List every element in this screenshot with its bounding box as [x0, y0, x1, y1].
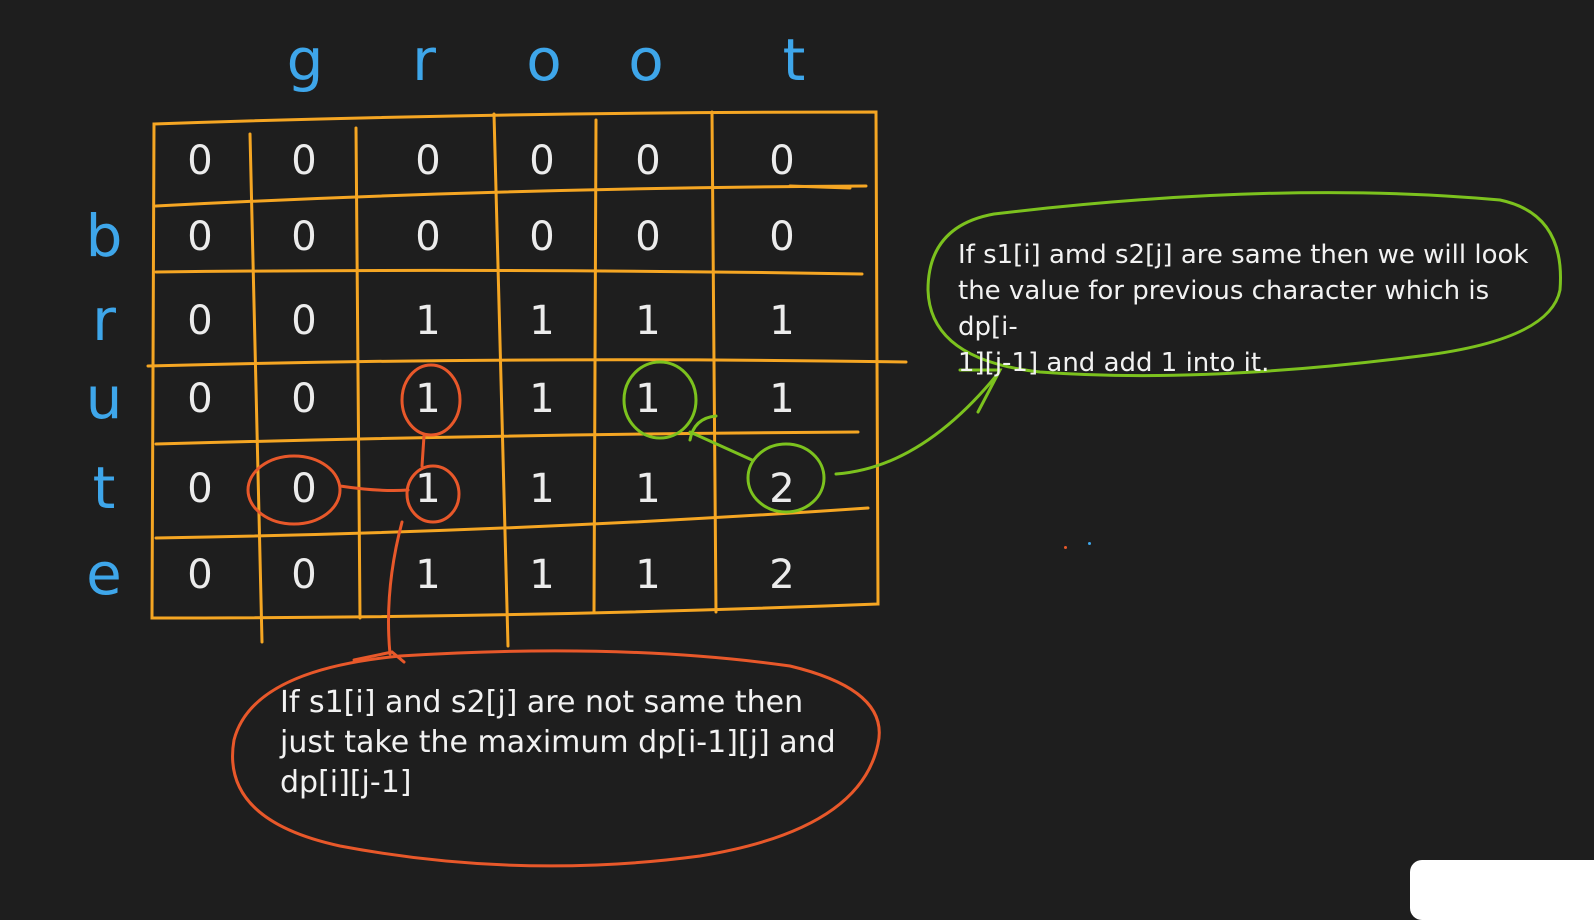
not-same-annotation: [231, 363, 881, 868]
dp-cell-value: 0: [291, 466, 316, 512]
connector-diagonal-to-match: [688, 430, 754, 462]
highlight-circle-dp-current: [405, 464, 461, 524]
grid-outer-border: [150, 110, 880, 620]
arrow-to-same-note: [834, 374, 998, 476]
highlight-circle-dp-left: [246, 454, 342, 526]
grid-row-line: [154, 268, 864, 276]
column-character-label: o: [526, 26, 562, 94]
dp-cell-value: 0: [769, 138, 794, 184]
arrow-head: [958, 368, 1003, 414]
dp-cell-value: 0: [187, 376, 212, 422]
grid-col-line: [592, 118, 598, 614]
dp-cell-value: 1: [635, 552, 660, 598]
dp-cell-value: 1: [769, 298, 794, 344]
dp-cell-value: 1: [635, 298, 660, 344]
dp-cell-value: 1: [635, 376, 660, 422]
not-same-note-bubble: [231, 649, 881, 868]
corner-panel[interactable]: [1410, 860, 1594, 920]
dp-cell-value: 0: [187, 138, 212, 184]
highlight-circle-dp-up: [400, 363, 462, 437]
dp-cell-value: 0: [187, 466, 212, 512]
dp-cell-value: 0: [291, 214, 316, 260]
dp-cell-value: 0: [187, 552, 212, 598]
dp-cell-value: 0: [415, 214, 440, 260]
dp-cell-value: 1: [415, 466, 440, 512]
grid-col-line: [492, 112, 510, 648]
grid-row-line: [154, 184, 868, 208]
grid-row-line: [154, 506, 870, 540]
arrow-head: [352, 650, 406, 664]
column-character-label: g: [287, 26, 324, 94]
dp-cell-value: 1: [769, 376, 794, 422]
column-character-label: t: [783, 26, 806, 94]
dp-cell-value: 0: [415, 138, 440, 184]
same-note-bubble: [926, 191, 1562, 378]
row-character-label: e: [86, 540, 122, 608]
row-character-label: u: [86, 364, 123, 432]
dp-cell-value: 0: [635, 138, 660, 184]
row-character-label: r: [92, 286, 116, 354]
connector-up-to-current: [420, 434, 426, 468]
dp-cell-value: 0: [529, 214, 554, 260]
dp-cell-value: 1: [529, 466, 554, 512]
same-characters-note: If s1[i] amd s2[j] are same then we will…: [958, 240, 1529, 378]
dp-cell-value: 0: [291, 376, 316, 422]
highlight-circle-diagonal: [622, 360, 698, 440]
row-character-label: t: [93, 454, 116, 522]
column-character-label: r: [412, 26, 436, 94]
dp-cell-value: 2: [769, 466, 794, 512]
same-annotation: [622, 191, 1562, 514]
dp-table-values: 0 0 0 0 0 0 0 0 0 0 0 0 0 0 1 1 1 1 0 0 1 1 1 1 0 0 1 1 1 2 0 0 1 1 1 2: [187, 138, 794, 598]
dp-cell-value: 1: [635, 466, 660, 512]
dp-cell-value: 1: [529, 376, 554, 422]
dp-cell-value: 0: [291, 138, 316, 184]
column-character-label: o: [628, 26, 664, 94]
dp-table-grid: [146, 110, 908, 648]
highlight-circle-match: [746, 442, 826, 514]
not-same-characters-note: If s1[i] and s2[j] are not same then jus…: [280, 685, 836, 800]
dp-cell-value: 0: [635, 214, 660, 260]
grid-row-line: [154, 430, 860, 446]
row-character-label: b: [86, 202, 123, 270]
grid-col-line: [354, 126, 362, 620]
dp-cell-value: 1: [529, 552, 554, 598]
arrow-to-not-same-note: [387, 520, 404, 656]
dp-cell-value: 2: [769, 552, 794, 598]
dp-cell-value: 0: [291, 552, 316, 598]
dp-cell-value: 1: [415, 298, 440, 344]
grid-row-line: [146, 358, 908, 368]
dp-cell-value: 1: [415, 376, 440, 422]
stray-dots: [1064, 542, 1094, 550]
dp-cell-value: 1: [529, 298, 554, 344]
dp-cell-value: 0: [529, 138, 554, 184]
connector-left-to-current: [338, 484, 410, 492]
grid-col-line: [248, 132, 264, 644]
dp-cell-value: 0: [187, 214, 212, 260]
grid-highlight-stroke: [788, 184, 852, 190]
dp-cell-value: 0: [769, 214, 794, 260]
dp-cell-value: 0: [291, 298, 316, 344]
dp-cell-value: 1: [415, 552, 440, 598]
connector-small-hook: [688, 414, 718, 442]
grid-col-line: [710, 110, 718, 614]
dp-cell-value: 0: [187, 298, 212, 344]
